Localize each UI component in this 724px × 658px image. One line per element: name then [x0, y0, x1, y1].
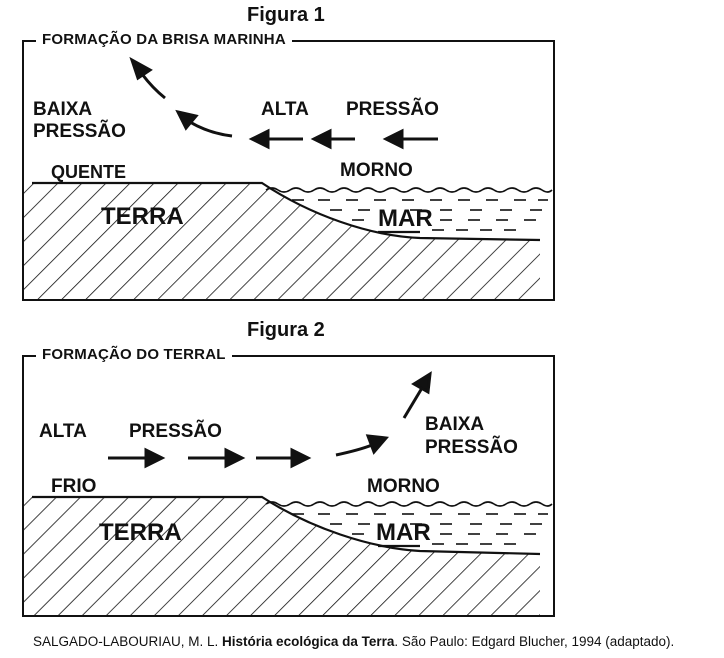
figure2-sea: MAR — [376, 519, 431, 546]
shore-line — [32, 181, 541, 242]
land-hatch — [23, 183, 540, 300]
figure2-low-pressure-line1: BAIXA — [425, 414, 485, 435]
caption-suffix: . São Paulo: Edgard Blucher, 1994 (adapt… — [394, 634, 675, 649]
figure1-frame-label: FORMAÇÃO DA BRISA MARINHA — [36, 31, 292, 48]
sea-surface-wave — [265, 501, 553, 507]
figure1-title: Figura 1 — [247, 4, 325, 26]
source-caption: SALGADO-LABOURIAU, M. L. História ecológ… — [33, 634, 674, 649]
caption-prefix: SALGADO-LABOURIAU, M. L. — [33, 634, 223, 649]
figure1-sea-temp: MORNO — [340, 160, 413, 181]
land-hatch — [23, 497, 540, 615]
sea-dashes — [292, 513, 548, 548]
wind-arrows-fig1 — [129, 56, 438, 150]
shore-line — [32, 495, 541, 556]
figure2-low-pressure-line2: PRESSÃO — [425, 437, 518, 458]
figure2-sea-temp: MORNO — [367, 476, 440, 497]
figure2-frame — [22, 355, 555, 617]
sea-dashes — [292, 199, 548, 234]
caption-book-title: História ecológica da Terra — [222, 634, 395, 649]
figure1-sea: MAR — [378, 205, 433, 232]
figure2-title: Figura 2 — [247, 319, 325, 341]
figure1-low-pressure-line2: PRESSÃO — [33, 121, 126, 142]
wind-arrows-fig2 — [108, 371, 432, 469]
figure2-frame-label: FORMAÇÃO DO TERRAL — [36, 346, 232, 363]
figure1-high-pressure-word1: ALTA — [261, 99, 309, 120]
figure1-high-pressure-word2: PRESSÃO — [346, 99, 439, 120]
sea-surface-wave — [265, 187, 553, 193]
figure2-high-pressure-word1: ALTA — [39, 421, 87, 442]
figure2-land: TERRA — [99, 519, 182, 546]
figure1-land: TERRA — [101, 203, 184, 230]
figure1-low-pressure-line1: BAIXA — [33, 99, 93, 120]
figure2-high-pressure-word2: PRESSÃO — [129, 421, 222, 442]
figure1-land-temp: QUENTE — [51, 162, 127, 182]
figure2-land-temp: FRIO — [51, 476, 97, 497]
